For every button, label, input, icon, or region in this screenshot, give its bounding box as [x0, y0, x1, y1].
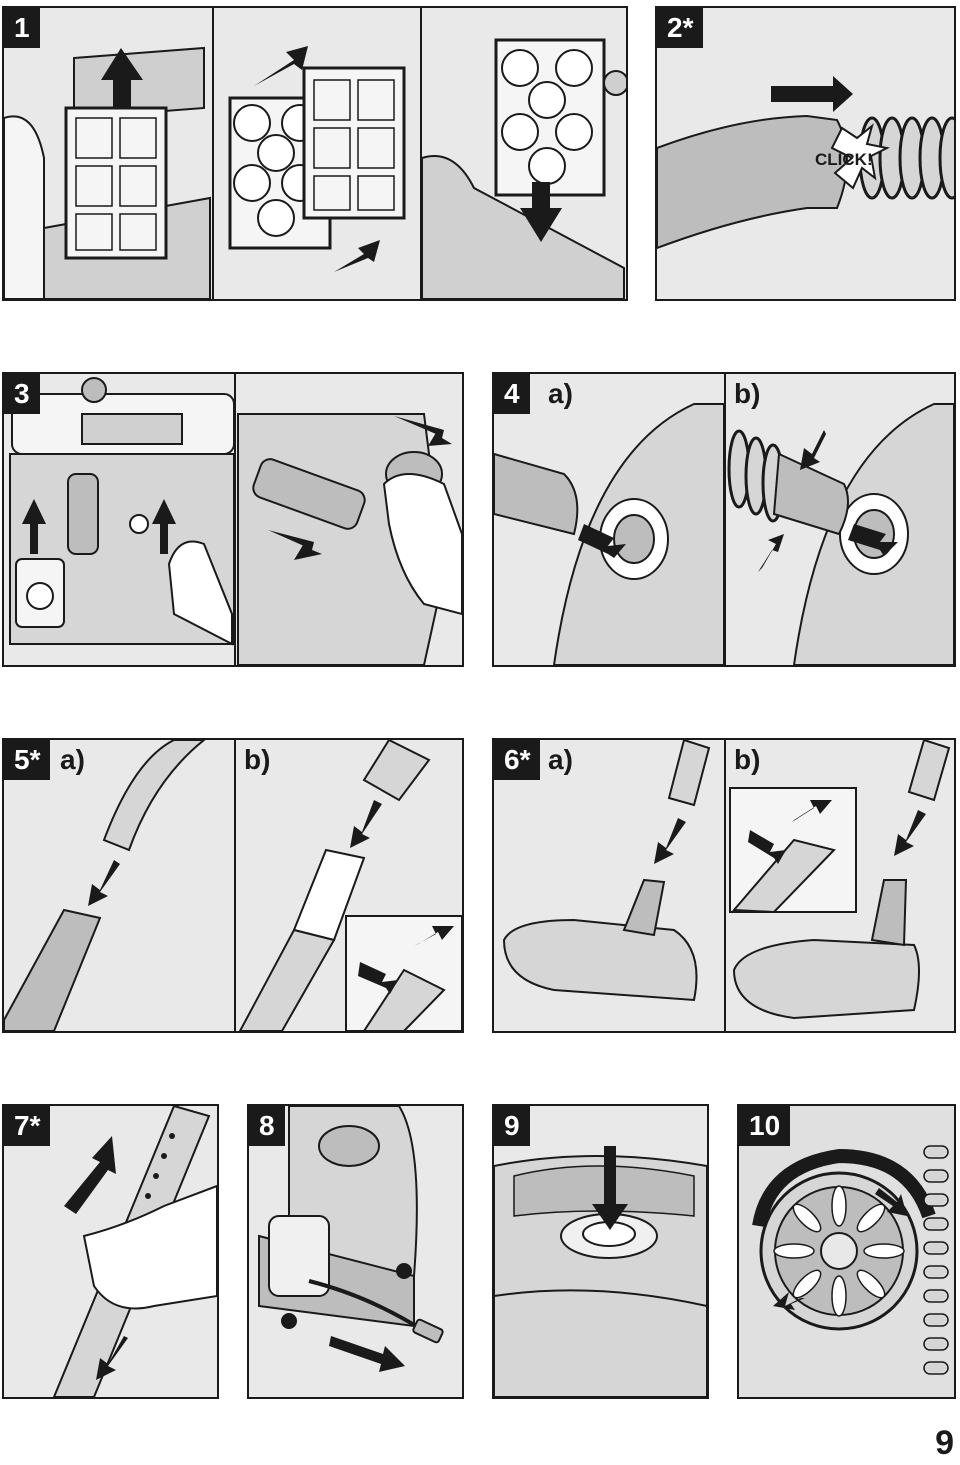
panel-10: 10: [737, 1104, 956, 1399]
panel-1: 1: [2, 6, 628, 301]
panel-9: 9: [492, 1104, 709, 1399]
panel-7: 7*: [2, 1104, 219, 1399]
panel-6-label-a: a): [548, 744, 573, 775]
step-number-3: 3: [4, 374, 40, 414]
step-number-7: 7*: [4, 1106, 51, 1146]
step-number-5: 5*: [4, 740, 51, 780]
panel-2: 2* CLICK!: [655, 6, 956, 301]
panel-4-label-a: a): [548, 378, 573, 409]
panel-5-divider: [234, 740, 236, 1031]
hose-insert-illustration: [494, 403, 954, 665]
panel-5: 5* a) b): [2, 738, 464, 1033]
step-number-9: 9: [494, 1106, 530, 1146]
accessory-storage-illustration: [9, 377, 462, 665]
tube-attach-illustration: [4, 740, 462, 1031]
panel-6-label-b: b): [734, 744, 761, 775]
hose-connect-illustration: [657, 76, 954, 250]
panel-5-label-b: b): [244, 744, 271, 775]
step-number-6: 6*: [494, 740, 541, 780]
step-number-1: 1: [4, 8, 40, 48]
panel-5-label-a: a): [60, 744, 85, 775]
panel-3: 3: [2, 372, 464, 667]
page-number: 9: [935, 1424, 954, 1462]
panel-6-divider: [724, 740, 726, 1031]
filter-replacement-illustration: [4, 38, 626, 299]
step-number-4: 4: [494, 374, 530, 414]
panel-4: 4 a) b): [492, 372, 956, 667]
power-regulator-illustration: [739, 1106, 954, 1397]
floor-nozzle-illustration: [502, 740, 951, 1020]
step-number-10: 10: [739, 1106, 791, 1146]
click-label: CLICK!: [815, 150, 873, 169]
panel-4-divider: [724, 374, 726, 665]
step-number-8: 8: [249, 1106, 285, 1146]
panel-1-divider-a: [212, 8, 214, 299]
step-number-2: 2*: [657, 8, 704, 48]
panel-8: 8: [247, 1104, 464, 1399]
panel-6: 6* a) b): [492, 738, 956, 1033]
panel-4-label-b: b): [734, 378, 761, 409]
panel-3-divider: [234, 374, 236, 665]
cord-rewind-button-illustration: [494, 1146, 707, 1397]
panel-1-divider-b: [420, 8, 422, 299]
telescopic-tube-illustration: [52, 1106, 217, 1397]
power-cord-illustration: [258, 1106, 444, 1372]
